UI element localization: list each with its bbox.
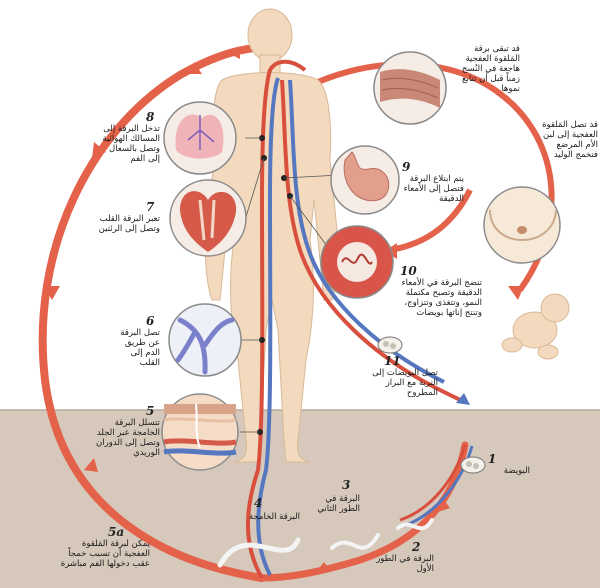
stage-10-label: تنضج البرقة في الأمعاء الدقيقة وتصبح مكت…	[401, 278, 482, 318]
stage-1-label: البويضة	[503, 466, 530, 476]
stage-7-label: تعبر البرقة القلب وتصل إلى الرئتين	[98, 214, 160, 234]
larva-stage-3	[217, 537, 301, 568]
inset-heart	[169, 179, 247, 257]
egg-cluster-body	[377, 336, 403, 354]
intestine-return-arrow	[389, 188, 473, 253]
inset-blood-vessel	[168, 303, 242, 377]
inset-breast	[483, 186, 561, 264]
stage-6-label: تصل البرقة عن طريق الدم إلى القلب	[120, 328, 160, 368]
stage-3-number: 3	[342, 478, 351, 492]
inset-muscle	[373, 51, 447, 125]
baby-arrow-head	[508, 286, 524, 300]
outer-cycle-chevrons	[44, 47, 240, 472]
muscle-note: قد تبقى برقة المَلقوة العفجية هاجعة في ا…	[461, 44, 520, 94]
stage-7-number: 7	[146, 200, 155, 214]
stage-2-label: البرقة في الطور الأول	[376, 554, 434, 574]
stage-1-number: 1	[488, 452, 497, 466]
larva-stage-1	[396, 518, 434, 531]
stage-6-number: 6	[146, 314, 155, 328]
soil-cycle-chevrons	[316, 500, 450, 572]
stage-5a-label: يمكن لبرقة المَلقوة العفجية أن تسبب خمجا…	[60, 539, 150, 569]
stage-5a-number: 5a	[108, 525, 125, 539]
stage-9-label: يتم ابتلاع البرقة فتصل إلى الأمعاء الدقي…	[403, 174, 464, 204]
stage-8-label: تدخل البرقة إلى المسالك الهوائية وتصل با…	[102, 124, 160, 164]
vein-blue	[256, 77, 280, 576]
soil-vessel-red	[399, 444, 467, 522]
inset-stomach	[330, 145, 400, 215]
stage-9-number: 9	[402, 160, 411, 174]
stage-5-label: تتسلل البرقة الخامجة عبر الجلد وتصل إلى …	[96, 418, 160, 458]
egg-cluster-soil	[460, 456, 486, 474]
stage-4-number: 4	[254, 496, 263, 510]
stage-11-number: 11	[384, 354, 401, 368]
inset-skin	[161, 393, 239, 471]
inset-lungs	[163, 101, 237, 175]
feces-arrow-head	[456, 393, 470, 405]
stage-5-number: 5	[146, 404, 155, 418]
outer-cycle-arrow	[38, 44, 266, 582]
stage-10-number: 10	[400, 264, 417, 278]
inset-intestine	[320, 225, 394, 299]
stage-3-label: البرقة في الطور الثاني	[317, 494, 360, 514]
baby-figure	[501, 293, 570, 360]
gut-vessel-red	[280, 79, 466, 404]
artery-red	[245, 59, 307, 580]
stage-2-number: 2	[412, 540, 421, 554]
larva-stage-2	[330, 533, 380, 550]
stage-11-label: تصل البويضات إلى التربة مع البراز المطرو…	[372, 368, 438, 398]
milk-note: قد تصل المَلقوة العفجية إلى لبن الأم الم…	[542, 120, 598, 160]
stage-8-number: 8	[146, 110, 155, 124]
stage-4-label: البرقة الخامجة	[248, 512, 300, 522]
